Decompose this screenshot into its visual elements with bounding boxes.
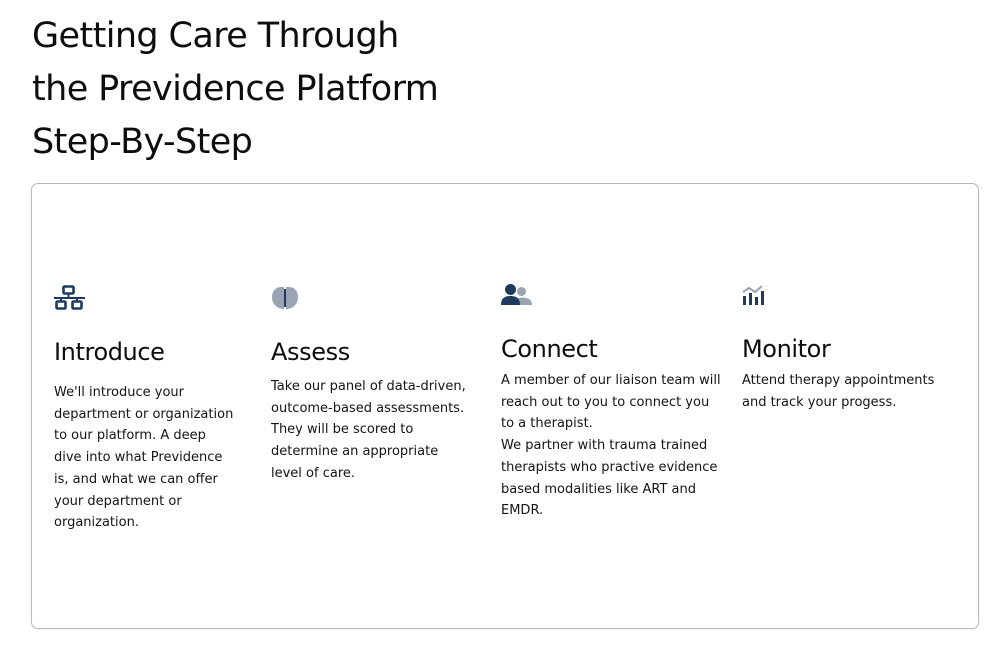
chart-trend-icon (742, 283, 774, 311)
step-title-connect: Connect (501, 335, 598, 363)
users-icon (501, 283, 533, 311)
step-text-monitor: Attend therapy appointments and track yo… (742, 373, 935, 410)
step-title-assess: Assess (271, 338, 350, 366)
step-title-monitor: Monitor (742, 335, 831, 363)
steps-card: Introduce We'll introduce your departmen… (31, 183, 979, 629)
step-body-monitor: Attend therapy appointments and track yo… (742, 370, 962, 413)
page-title: Getting Care Through the Previdence Plat… (32, 10, 439, 169)
step-body-assess: Take our panel of data-driven, outcome-b… (271, 376, 466, 485)
step-text-assess: Take our panel of data-driven, outcome-b… (271, 379, 466, 481)
page-title-line-1: Getting Care Through (32, 16, 399, 56)
brain-icon (271, 285, 303, 313)
page-title-line-2: the Previdence Platform (32, 69, 439, 109)
network-icon (54, 285, 86, 313)
step-text-connect-1: A member of our liaison team will reach … (501, 373, 721, 432)
step-text-introduce: We'll introduce your department or organ… (54, 385, 234, 531)
step-body-introduce: We'll introduce your department or organ… (54, 382, 234, 534)
step-text-connect-2: We partner with trauma trained therapist… (501, 438, 718, 519)
step-title-introduce: Introduce (54, 338, 165, 366)
page-title-line-3: Step-By-Step (32, 122, 253, 162)
step-body-connect: A member of our liaison team will reach … (501, 370, 721, 522)
